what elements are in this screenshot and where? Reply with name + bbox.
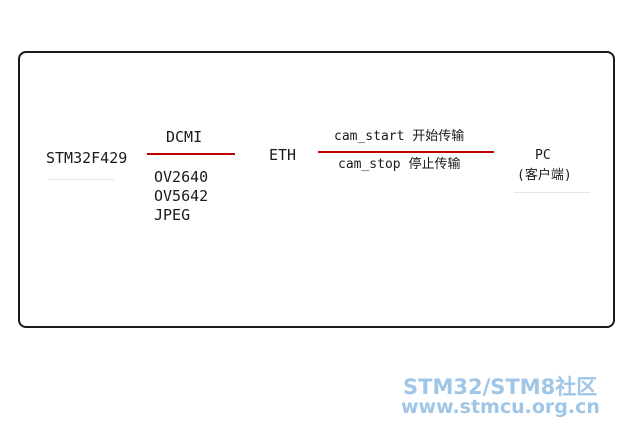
underline-pc xyxy=(514,192,590,193)
dcmi-link-line xyxy=(147,153,235,155)
pc-client-label: (客户端) xyxy=(517,168,572,183)
dcmi-label: DCMI xyxy=(166,128,203,146)
diagram-frame xyxy=(18,51,615,328)
eth-pc-link-line xyxy=(318,151,494,153)
eth-label: ETH xyxy=(269,146,297,164)
cam-start-label: cam_start 开始传输 xyxy=(334,129,465,144)
watermark-title: STM32/STM8社区 xyxy=(403,375,598,399)
watermark-url: www.stmcu.org.cn xyxy=(401,396,600,418)
cam-stop-label: cam_stop 停止传输 xyxy=(338,157,461,172)
pc-label: PC xyxy=(535,148,551,163)
underline-stm32 xyxy=(48,179,114,180)
stm32-label: STM32F429 xyxy=(46,149,128,167)
format-jpeg: JPEG xyxy=(154,206,191,224)
sensor-ov2640: OV2640 xyxy=(154,168,209,186)
sensor-ov5642: OV5642 xyxy=(154,187,209,205)
